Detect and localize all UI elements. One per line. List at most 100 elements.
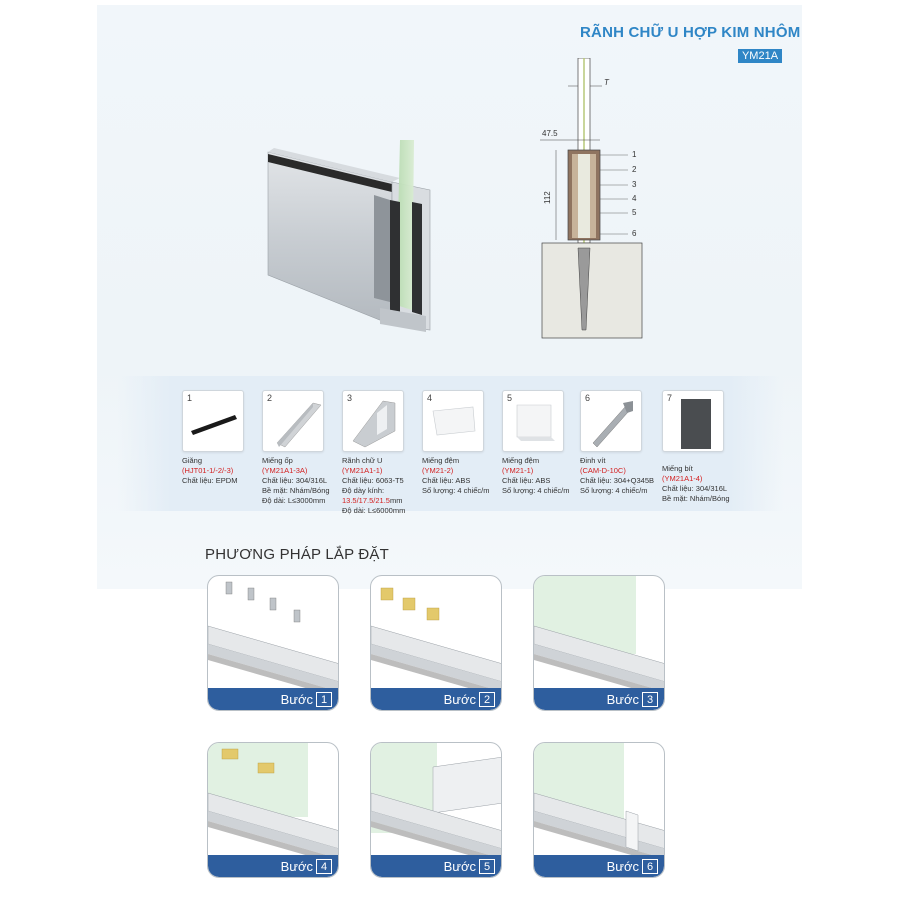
gasket-icon (191, 415, 237, 435)
part-name: Rãnh chữ U (342, 456, 383, 465)
part-item-4: 4 Miếng đệm (YM21-2) Chất liệu: ABS Số l… (422, 390, 502, 496)
part-number: 5 (507, 393, 513, 403)
callout-3: 3 (632, 180, 637, 189)
part-code: (YM21A1-1) (342, 466, 383, 475)
part-image-anchor-bolt: 6 (580, 390, 642, 452)
page-title: RÃNH CHỮ U HỢP KIM NHÔM (580, 24, 801, 41)
step-4-illustration (208, 743, 338, 865)
part-name: Đinh vít (580, 456, 606, 465)
callout-4: 4 (632, 194, 637, 203)
part-name: Giăng (182, 456, 203, 465)
part-number: 6 (585, 393, 591, 403)
part-spec: Chất liệu: 6063-T5 (342, 476, 404, 485)
part-code: (YM21A1-4) (662, 474, 703, 483)
part-spec: Độ dài: L≤6000mm (342, 506, 406, 515)
part-spec: Chất liệu: 304/316L (262, 476, 328, 485)
part-number: 2 (267, 393, 273, 403)
part-spec: Chất liệu: EPDM (182, 476, 238, 485)
dim-width-label: 47.5 (542, 129, 558, 138)
part-item-3: 3 Rãnh chữ U (YM21A1-1) Chất liệu: 6063-… (342, 390, 422, 516)
callout-1: 1 (632, 150, 637, 159)
part-spec: Độ dày kính: (342, 486, 385, 495)
install-method-title: PHƯƠNG PHÁP LẮP ĐẶT (205, 546, 389, 563)
part-item-1: 1 Giăng (HJT01-1/-2/-3) Chất liệu: EPDM (182, 390, 262, 486)
step-number: 1 (316, 692, 332, 707)
step-number: 5 (479, 859, 495, 874)
part-image-u-channel: 3 (342, 390, 404, 452)
part-code: (YM21A1-3A) (262, 466, 308, 475)
part-spec-glass-thickness: 13.5/17.5/21.5mm (342, 496, 422, 506)
part-number: 7 (667, 393, 673, 403)
callout-2: 2 (632, 165, 637, 174)
end-cap-icon (681, 399, 711, 449)
part-item-2: 2 Miếng ốp (YM21A1-3A) Chất liệu: 304/31… (262, 390, 342, 506)
part-code: (YM21-1) (502, 466, 534, 475)
step-number: 3 (642, 692, 658, 707)
part-code: (YM21-2) (422, 466, 454, 475)
step-number: 6 (642, 859, 658, 874)
part-item-6: 6 Đinh vít (CAM-D-10C) Chất liệu: 304+Q3… (580, 390, 660, 496)
step-5-illustration (371, 743, 501, 865)
dim-t-label: T (604, 78, 610, 87)
shim-icon (432, 406, 476, 436)
shim-icon (516, 404, 555, 441)
part-spec: Số lượng: 4 chiếc/m (502, 486, 570, 495)
part-spec: Độ dài: L≤3000mm (262, 496, 326, 505)
part-name: Miếng đệm (502, 456, 540, 465)
part-name: Miếng đệm (422, 456, 460, 465)
glass-thickness-values: 13.5/17.5/21.5 (342, 496, 390, 505)
dim-height-label: 112 (543, 191, 552, 204)
part-name: Miếng bít (662, 464, 693, 473)
part-number: 1 (187, 393, 193, 403)
part-spec: Bề mặt: Nhám/Bóng (262, 486, 330, 495)
part-spec: Số lượng: 4 chiếc/m (422, 486, 490, 495)
step-3-illustration (534, 576, 664, 698)
cross-section-drawing: T 47.5 112 1 2 3 4 5 6 (540, 58, 643, 339)
part-name: Miếng ốp (262, 456, 293, 465)
u-channel-3d-illustration (267, 140, 431, 332)
part-code: (HJT01-1/-2/-3) (182, 466, 234, 475)
part-image-end-cap: 7 (662, 390, 724, 452)
cover-strip-icon (276, 402, 322, 448)
part-image-shim-b: 5 (502, 390, 564, 452)
part-spec: Chất liệu: ABS (422, 476, 471, 485)
step-6-illustration (534, 743, 664, 865)
step-2-illustration (371, 587, 501, 698)
part-spec: Chất liệu: ABS (502, 476, 551, 485)
callout-5: 5 (632, 208, 637, 217)
part-number: 3 (347, 393, 353, 403)
step-number: 4 (316, 859, 332, 874)
part-image-shim-a: 4 (422, 390, 484, 452)
step-number: 2 (479, 692, 495, 707)
part-spec: Chất liệu: 304+Q345B (580, 476, 655, 485)
glass-thickness-unit: mm (389, 496, 403, 505)
part-item-7: 7 Miếng bít (YM21A1-4) Chất liệu: 304/31… (662, 390, 742, 504)
part-spec: Chất liệu: 304/316L (662, 484, 728, 493)
step-1-illustration (208, 581, 338, 698)
part-spec: Bề mặt: Nhám/Bóng (662, 494, 730, 503)
part-image-cover-strip: 2 (262, 390, 324, 452)
product-code-badge: YM21A (738, 49, 782, 63)
part-image-gasket: 1 (182, 390, 244, 452)
part-code: (CAM-D-10C) (580, 466, 626, 475)
u-channel-icon (352, 400, 396, 448)
part-spec: Số lượng: 4 chiếc/m (580, 486, 648, 495)
part-number: 4 (427, 393, 433, 403)
